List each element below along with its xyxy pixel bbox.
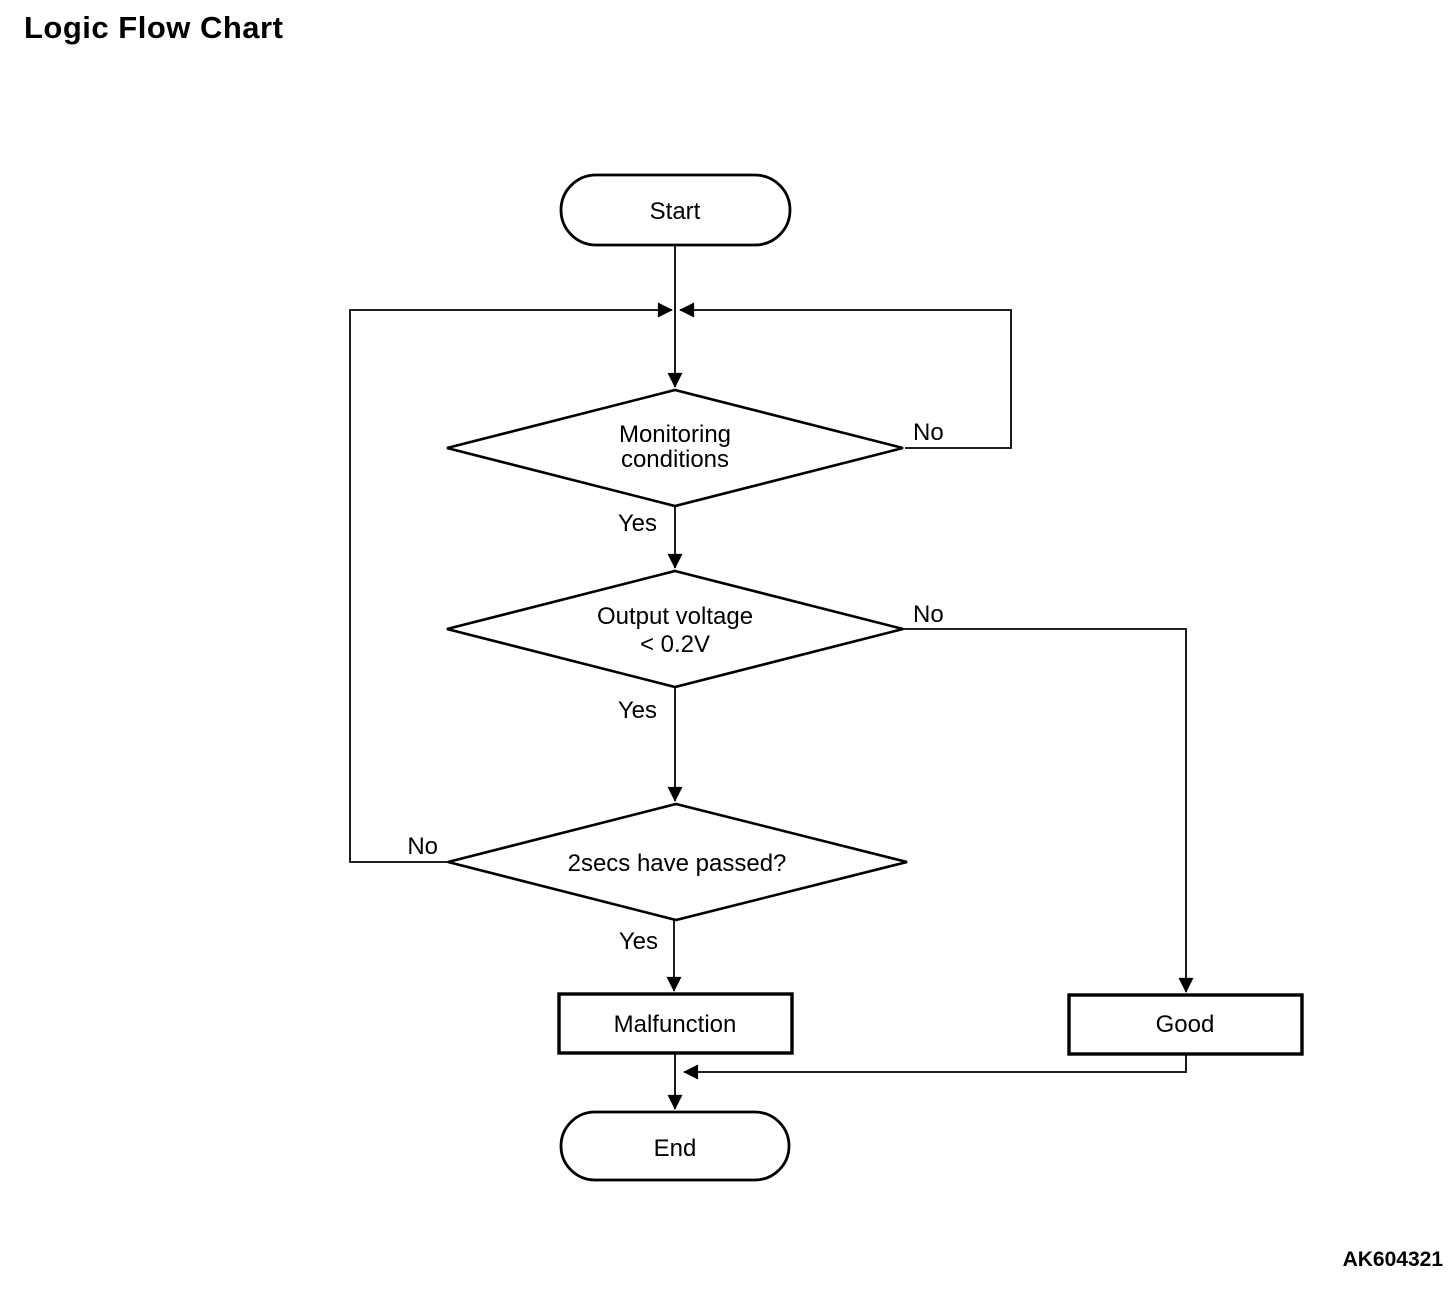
figure-code: AK604321: [1342, 1248, 1443, 1271]
output-no-label: No: [913, 601, 944, 628]
output-voltage-decision-shape: [446, 569, 904, 689]
output-voltage-label-line2: < 0.2V: [640, 631, 710, 658]
good-node-label: Good: [1156, 1011, 1215, 1038]
page-title: Logic Flow Chart: [24, 10, 284, 45]
two-secs-passed-label: 2secs have passed?: [568, 850, 787, 877]
malfunction-node-label: Malfunction: [614, 1011, 737, 1038]
edge-good-merge: [683, 1054, 1187, 1080]
two-secs-yes-label: Yes: [619, 928, 658, 955]
end-node-label: End: [654, 1135, 697, 1162]
edge-twosecs-no-loop: [349, 302, 673, 863]
edge-monitoring-no-loop: [679, 302, 1012, 449]
two-secs-no-label: No: [407, 833, 438, 860]
monitoring-conditions-label-line2: conditions: [621, 446, 729, 473]
monitoring-yes-label: Yes: [618, 510, 657, 537]
good-node-shape: [1067, 993, 1304, 1056]
monitoring-conditions-label-line1: Monitoring: [619, 421, 731, 448]
two-secs-passed-decision-shape: [447, 802, 908, 922]
output-voltage-label-line1: Output voltage: [597, 603, 753, 630]
edge-output-no-to-good: [903, 628, 1194, 993]
monitoring-conditions-decision-shape: [446, 388, 904, 508]
output-yes-label: Yes: [618, 697, 657, 724]
malfunction-node-shape: [557, 992, 794, 1055]
start-node-shape: [559, 173, 792, 247]
start-node-label: Start: [650, 198, 701, 225]
end-node-shape: [559, 1110, 791, 1182]
monitoring-no-label: No: [913, 419, 944, 446]
